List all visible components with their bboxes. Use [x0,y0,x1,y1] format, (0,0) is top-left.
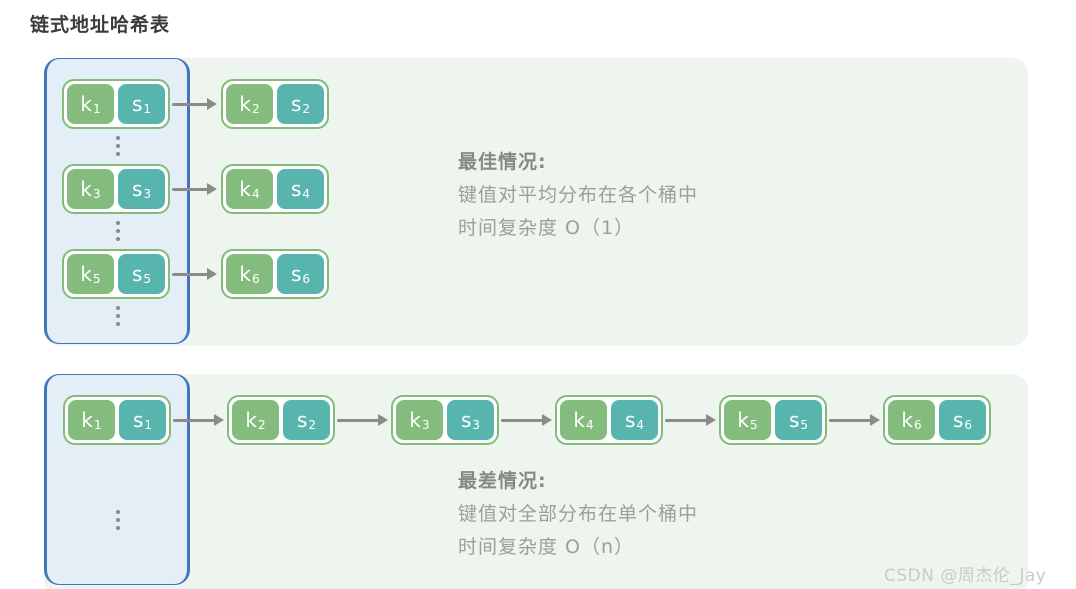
best-case-line1: 键值对平均分布在各个桶中 [458,184,699,206]
ellipsis-icon [116,221,120,241]
arrow-right-icon [829,414,880,426]
ellipsis-icon [116,510,120,530]
arrow-right-icon [172,98,217,110]
best-case-heading: 最佳情况: [458,151,547,173]
worst-case-caption: 最差情况: 键值对全部分布在单个桶中 时间复杂度 O（n） [458,465,978,564]
arrow-right-icon [501,414,552,426]
page-title: 链式地址哈希表 [30,14,171,36]
arrow-right-icon [173,414,224,426]
worst-case-heading: 最差情况: [458,470,547,492]
arrow-right-icon [337,414,388,426]
ellipsis-icon [116,306,120,326]
worst-case-line2: 时间复杂度 O（n） [458,536,635,558]
arrow-right-icon [172,183,217,195]
best-case-line2: 时间复杂度 O（1） [458,217,635,239]
best-case-caption: 最佳情况: 键值对平均分布在各个桶中 时间复杂度 O（1） [458,146,978,245]
csdn-watermark: CSDN @周杰伦_Jay [884,566,1047,586]
arrow-right-icon [172,268,217,280]
worst-case-panel [44,374,1028,589]
worst-case-line1: 键值对全部分布在单个桶中 [458,503,699,525]
ellipsis-icon [116,136,120,156]
arrow-right-icon [665,414,716,426]
